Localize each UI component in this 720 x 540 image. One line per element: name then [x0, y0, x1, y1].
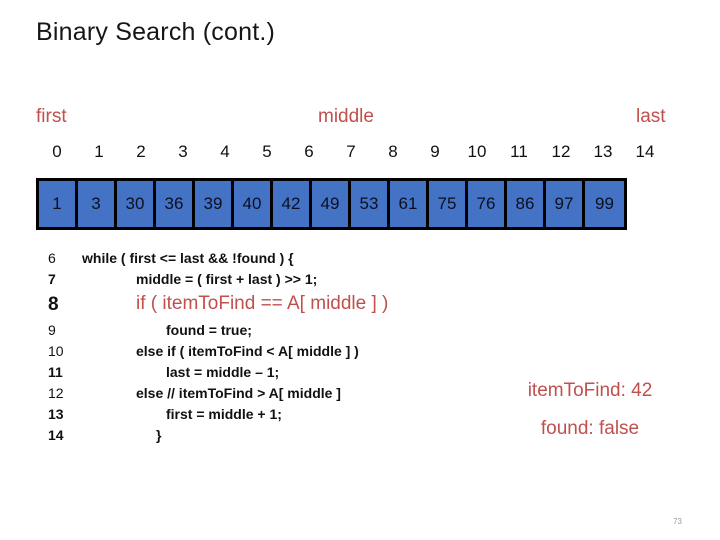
code-line-text: if ( itemToFind == A[ middle ] ) — [136, 293, 389, 314]
status-panel: itemToFind: 42 found: false — [480, 380, 700, 456]
code-line-number: 9 — [48, 322, 56, 338]
pointer-label-last: last — [636, 106, 666, 127]
code-line-text: else if ( itemToFind < A[ middle ] ) — [136, 343, 359, 359]
code-line-number: 12 — [48, 385, 64, 401]
code-line-text: last = middle – 1; — [166, 364, 280, 380]
pointer-labels-row: first middle last — [36, 106, 684, 132]
array-cell: 42 — [273, 181, 312, 227]
code-line-10: 10 else if ( itemToFind < A[ middle ] ) — [36, 343, 456, 364]
array-index-9: 9 — [430, 142, 440, 161]
code-listing: 6 while ( first <= last && !found ) { 7 mid… — [36, 250, 456, 448]
array-cell: 30 — [117, 181, 156, 227]
array-cell: 99 — [585, 181, 624, 227]
code-line-8: 8 if ( itemToFind == A[ middle ] ) — [36, 292, 456, 322]
array-cell: 39 — [195, 181, 234, 227]
pointer-label-middle: middle — [318, 106, 374, 127]
array-index-6: 6 — [304, 142, 314, 161]
code-line-number: 7 — [48, 271, 56, 287]
code-line-text: first = middle + 1; — [166, 406, 282, 422]
array-index-2: 2 — [136, 142, 146, 161]
array-index-5: 5 — [262, 142, 272, 161]
code-line-text: else // itemToFind > A[ middle ] — [136, 385, 341, 401]
code-line-12: 12 else // itemToFind > A[ middle ] — [36, 385, 456, 406]
code-line-9: 9 found = true; — [36, 322, 456, 343]
code-line-11: 11 last = middle – 1; — [36, 364, 456, 385]
array-cell: 40 — [234, 181, 273, 227]
array-index-0: 0 — [52, 142, 62, 161]
status-found: found: false — [540, 418, 640, 439]
array-cell: 1 — [39, 181, 78, 227]
status-item-to-find: itemToFind: 42 — [527, 380, 653, 401]
array-cell: 61 — [390, 181, 429, 227]
array-index-12: 12 — [551, 142, 571, 161]
code-line-text: found = true; — [166, 322, 252, 338]
code-line-14: 14} — [36, 427, 456, 448]
array-cell: 76 — [468, 181, 507, 227]
array-index-1: 1 — [94, 142, 104, 161]
array-cell: 3 — [78, 181, 117, 227]
array-index-11: 11 — [510, 142, 528, 161]
code-line-number: 6 — [48, 250, 56, 266]
code-line-number: 14 — [48, 427, 64, 443]
array-index-4: 4 — [220, 142, 230, 161]
code-line-number: 10 — [48, 343, 64, 359]
code-line-number: 13 — [48, 406, 64, 422]
array-index-10: 10 — [467, 142, 487, 161]
code-line-text: while ( first <= last && !found ) { — [82, 250, 294, 266]
code-line-number: 11 — [48, 364, 63, 380]
code-line-number: 8 — [48, 294, 59, 315]
array-cell: 49 — [312, 181, 351, 227]
page-number: 73 — [673, 517, 682, 526]
code-line-text: } — [156, 427, 162, 443]
array-cell: 86 — [507, 181, 546, 227]
page-title: Binary Search (cont.) — [36, 18, 276, 46]
array-index-8: 8 — [388, 142, 398, 161]
array-cell: 53 — [351, 181, 390, 227]
pointer-label-first: first — [36, 106, 67, 127]
code-line-7: 7 middle = ( first + last ) >> 1; — [36, 271, 456, 292]
code-line-13: 13 first = middle + 1; — [36, 406, 456, 427]
array-cell: 97 — [546, 181, 585, 227]
code-line-6: 6 while ( first <= last && !found ) { — [36, 250, 456, 271]
array-index-13: 13 — [593, 142, 613, 161]
array-cell: 36 — [156, 181, 195, 227]
array-index-14: 14 — [635, 142, 655, 161]
array-cell: 75 — [429, 181, 468, 227]
array-index-7: 7 — [346, 142, 356, 161]
array-index-3: 3 — [178, 142, 188, 161]
code-line-text: middle = ( first + last ) >> 1; — [136, 271, 318, 287]
